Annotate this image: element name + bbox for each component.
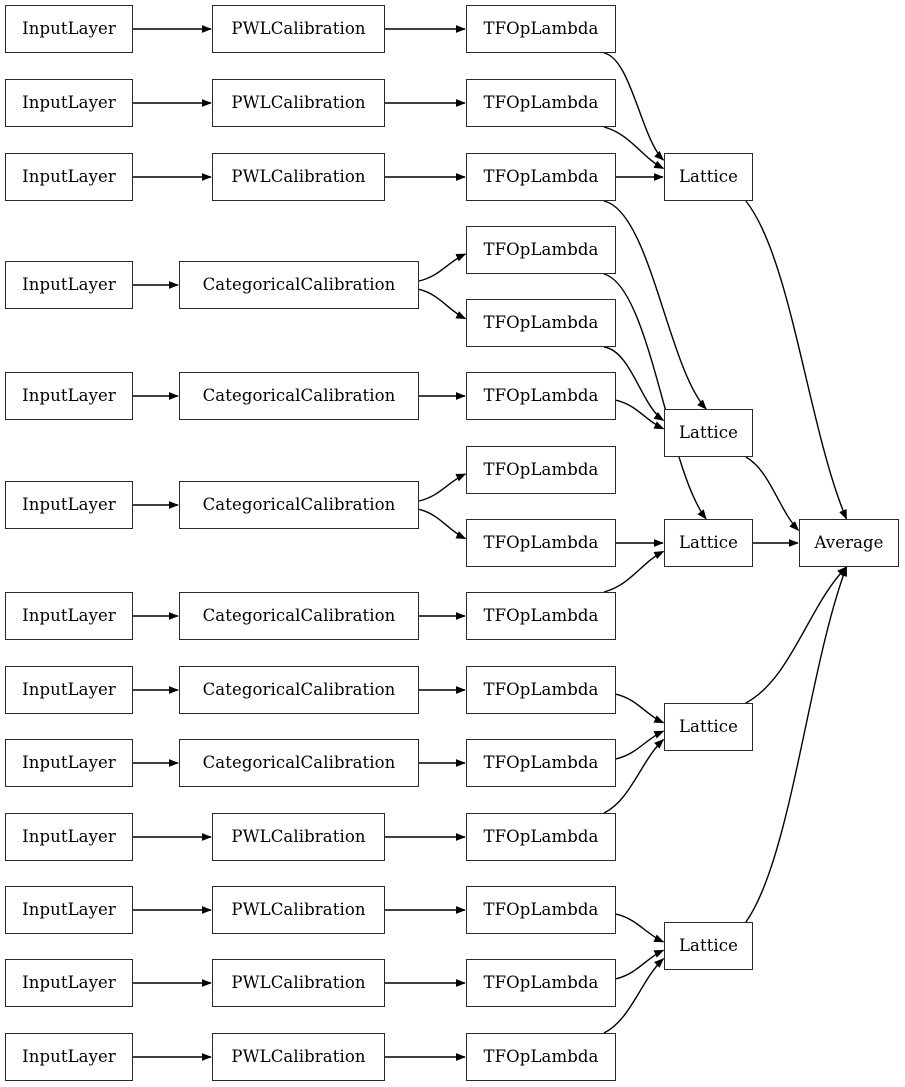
node-op13[interactable]: TFOpLambda [466,886,616,934]
node-lat1[interactable]: Lattice [664,153,753,201]
node-lat4[interactable]: Lattice [664,703,753,751]
node-op4[interactable]: TFOpLambda [466,226,616,274]
edge-op2-to-lat1 [603,126,665,170]
node-op6[interactable]: TFOpLambda [466,372,616,420]
edge-op15-to-lat5 [603,958,665,1034]
edge-lat1-to-avg [745,200,848,520]
node-op11[interactable]: TFOpLambda [466,739,616,787]
node-lat3[interactable]: Lattice [664,519,753,567]
edge-op6-to-lat2 [615,399,665,430]
node-cal12[interactable]: PWLCalibration [212,959,385,1007]
node-cal8[interactable]: CategoricalCalibration [179,666,419,714]
edge-cal4-to-op4 [418,253,467,282]
edge-op11-to-lat4 [615,730,665,760]
edge-op14-to-lat5 [615,949,665,980]
node-in2[interactable]: InputLayer [5,79,133,127]
node-lat2[interactable]: Lattice [664,409,753,457]
node-cal13[interactable]: PWLCalibration [212,1033,385,1081]
node-op5[interactable]: TFOpLambda [466,299,616,347]
node-op12[interactable]: TFOpLambda [466,813,616,861]
node-op9[interactable]: TFOpLambda [466,592,616,640]
node-op15[interactable]: TFOpLambda [466,1033,616,1081]
node-cal5[interactable]: CategoricalCalibration [179,372,419,420]
node-cal9[interactable]: CategoricalCalibration [179,739,419,787]
edge-cal4-to-op5 [418,288,467,320]
node-cal7[interactable]: CategoricalCalibration [179,592,419,640]
node-in10[interactable]: InputLayer [5,813,133,861]
node-in8[interactable]: InputLayer [5,666,133,714]
edge-op12-to-lat4 [603,739,665,814]
edge-op5-to-lat2 [603,346,665,422]
node-cal11[interactable]: PWLCalibration [212,886,385,934]
node-op3[interactable]: TFOpLambda [466,153,616,201]
node-op8[interactable]: TFOpLambda [466,519,616,567]
edge-lat2-to-avg [745,456,800,532]
node-cal4[interactable]: CategoricalCalibration [179,261,419,309]
node-in13[interactable]: InputLayer [5,1033,133,1081]
node-op7[interactable]: TFOpLambda [466,446,616,494]
node-op2[interactable]: TFOpLambda [466,79,616,127]
node-in6[interactable]: InputLayer [5,481,133,529]
edge-lat4-to-avg [745,566,848,704]
node-in3[interactable]: InputLayer [5,153,133,201]
edge-cal6-to-op7 [418,473,467,502]
edge-lat5-to-avg [745,566,848,923]
node-in11[interactable]: InputLayer [5,886,133,934]
node-cal1[interactable]: PWLCalibration [212,5,385,53]
edge-op9-to-lat3 [603,550,665,593]
node-op14[interactable]: TFOpLambda [466,959,616,1007]
edge-op4-to-lat3 [603,273,707,520]
node-op10[interactable]: TFOpLambda [466,666,616,714]
node-cal6[interactable]: CategoricalCalibration [179,481,419,529]
node-avg[interactable]: Average [799,519,899,567]
edge-op13-to-lat5 [615,913,665,943]
node-in9[interactable]: InputLayer [5,739,133,787]
edge-op10-to-lat4 [615,693,665,724]
edge-op1-to-lat1 [603,52,665,161]
node-in12[interactable]: InputLayer [5,959,133,1007]
edge-op3-to-lat2 [603,200,707,410]
node-in7[interactable]: InputLayer [5,592,133,640]
node-lat5[interactable]: Lattice [664,922,753,970]
node-in4[interactable]: InputLayer [5,261,133,309]
node-in1[interactable]: InputLayer [5,5,133,53]
node-in5[interactable]: InputLayer [5,372,133,420]
node-cal10[interactable]: PWLCalibration [212,813,385,861]
node-cal3[interactable]: PWLCalibration [212,153,385,201]
node-cal2[interactable]: PWLCalibration [212,79,385,127]
node-op1[interactable]: TFOpLambda [466,5,616,53]
edge-cal6-to-op8 [418,508,467,540]
